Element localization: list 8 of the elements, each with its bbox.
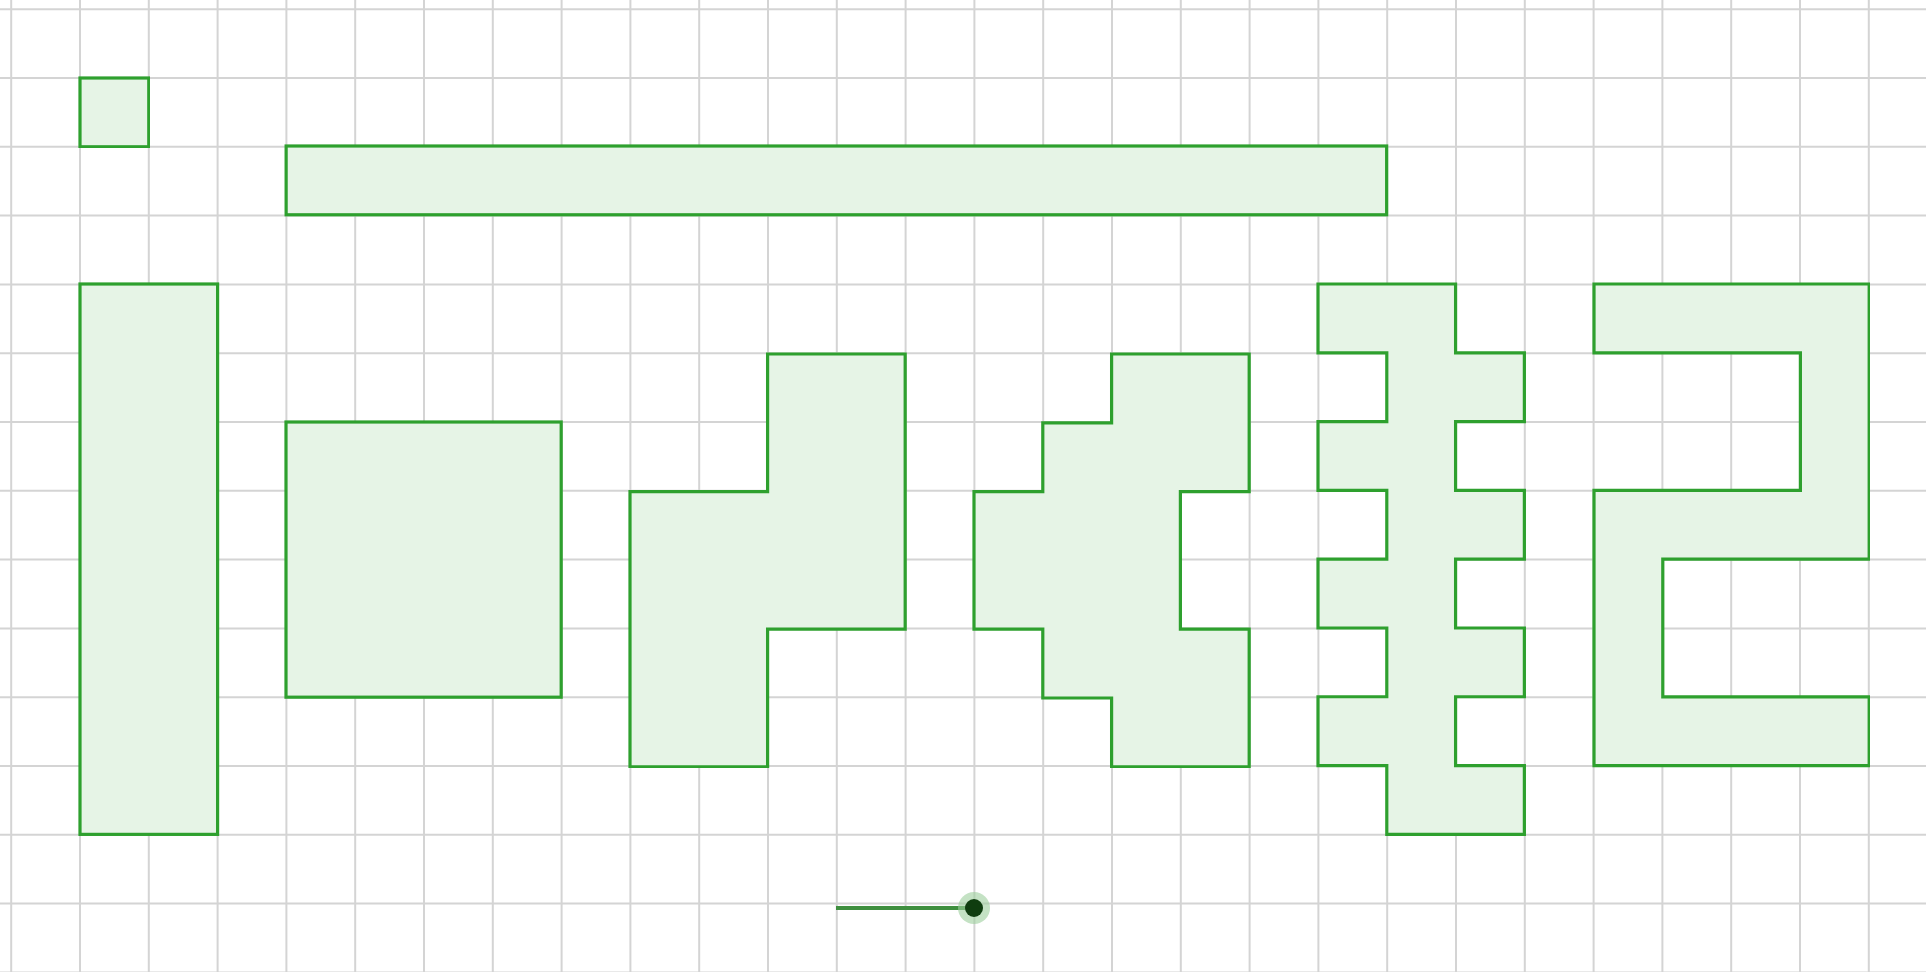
rectangle-shape xyxy=(284,420,564,700)
grid-polygon-shape xyxy=(628,351,908,768)
grid-polygon-shape xyxy=(1591,282,1871,768)
grid-polygon-shape xyxy=(972,351,1252,768)
rectangle-shape xyxy=(78,76,151,149)
rectangle-shape xyxy=(284,144,1390,218)
rectangle-shape xyxy=(78,282,220,837)
grid-polygon-shape xyxy=(1316,282,1527,837)
